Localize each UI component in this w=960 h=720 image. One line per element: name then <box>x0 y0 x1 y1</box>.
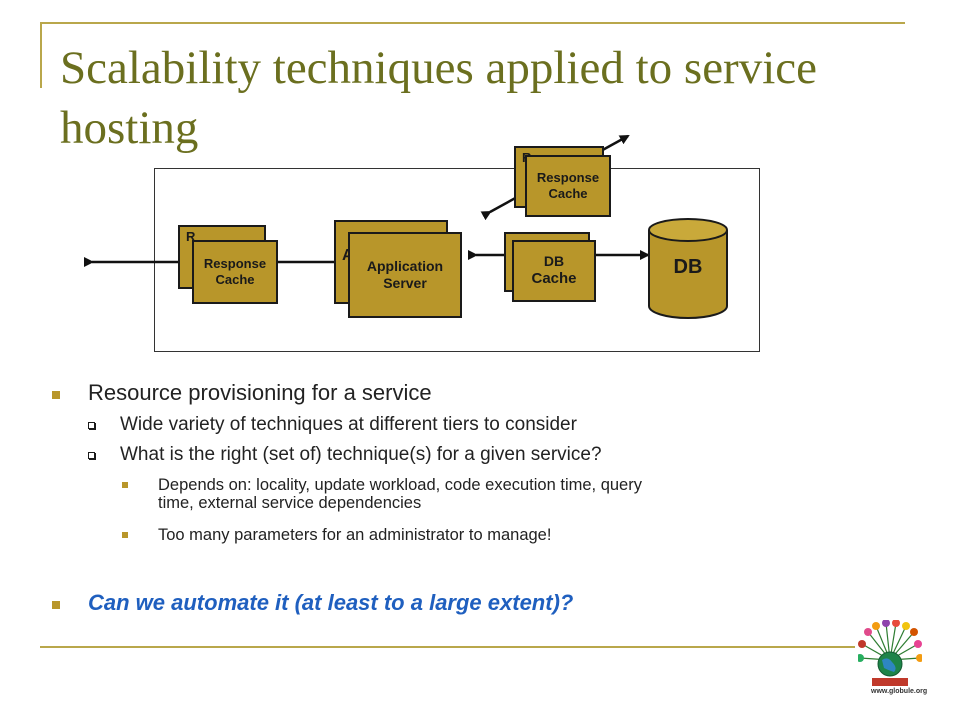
response-cache-left: Response Cache <box>192 240 278 304</box>
bullet-marker <box>52 391 60 399</box>
top-rule <box>40 22 905 24</box>
database-label: DB <box>673 256 703 278</box>
bullet-2-emphasis: Can we automate it (at least to a large … <box>88 590 574 615</box>
db-cache-line2: Cache <box>531 270 577 288</box>
sub-sub-bullet-marker <box>122 482 128 488</box>
response-cache-left-line1: Response <box>203 255 267 271</box>
app-server: Application Server <box>348 232 462 318</box>
response-cache-top-line1: Response <box>536 169 600 185</box>
sub-sub-bullet-1-line2: time, external service dependencies <box>158 494 422 512</box>
logo-text: www.globule.org <box>871 688 928 695</box>
sub-bullet-1: Wide variety of techniques at different … <box>120 414 577 435</box>
bullet-marker <box>52 601 60 609</box>
response-cache-top: Response Cache <box>525 155 611 217</box>
response-cache-left-line2: Cache <box>215 272 255 287</box>
database-cylinder <box>648 218 728 319</box>
sub-bullet-2: What is the right (set of) technique(s) … <box>120 444 602 465</box>
sub-sub-bullet-marker <box>122 532 128 538</box>
response-cache-top-line2: Cache <box>548 186 588 201</box>
app-server-line2: Server <box>383 275 427 291</box>
sub-sub-bullet-1-line1: Depends on: locality, update workload, c… <box>158 476 642 494</box>
sub-bullet-marker <box>88 452 95 459</box>
db-cache-line1: DB <box>543 252 565 269</box>
bullet-1: Resource provisioning for a service <box>88 380 432 405</box>
bottom-rule <box>40 646 855 648</box>
globule-logo <box>858 620 922 686</box>
app-server-back-label: A <box>342 246 354 266</box>
sub-sub-bullet-2: Too many parameters for an administrator… <box>158 526 552 544</box>
sub-bullet-marker <box>88 422 95 429</box>
response-cache-left-back-label: R <box>186 229 196 244</box>
left-rule <box>40 22 42 88</box>
app-server-line1: Application <box>366 257 444 274</box>
slide-title: Scalability techniques applied to servic… <box>60 42 817 154</box>
db-cache: DB Cache <box>512 240 596 302</box>
